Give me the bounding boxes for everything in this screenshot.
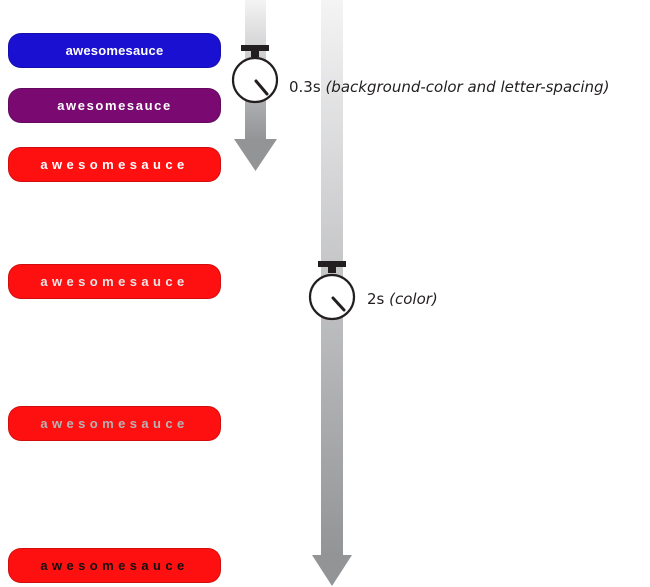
stopwatch-icon [308, 261, 356, 321]
awesomesauce-button-red-black[interactable]: awesomesauce [8, 548, 221, 583]
transition-label-short: 0.3s (background-color and letter-spacin… [289, 78, 609, 96]
awesomesauce-button-blue[interactable]: awesomesauce [8, 33, 221, 68]
duration-long: 2s [367, 290, 385, 308]
duration-short: 0.3s [289, 78, 321, 96]
awesomesauce-button-red[interactable]: awesomesauce [8, 147, 221, 182]
properties-short: (background-color and letter-spacing) [325, 78, 610, 96]
awesomesauce-button-purple[interactable]: awesomesauce [8, 88, 221, 123]
awesomesauce-button-red-fading-1[interactable]: awesomesauce [8, 264, 221, 299]
stopwatch-icon [231, 45, 279, 104]
awesomesauce-button-red-fading-2[interactable]: awesomesauce [8, 406, 221, 441]
properties-long: (color) [389, 290, 438, 308]
transition-label-long: 2s (color) [367, 290, 438, 308]
